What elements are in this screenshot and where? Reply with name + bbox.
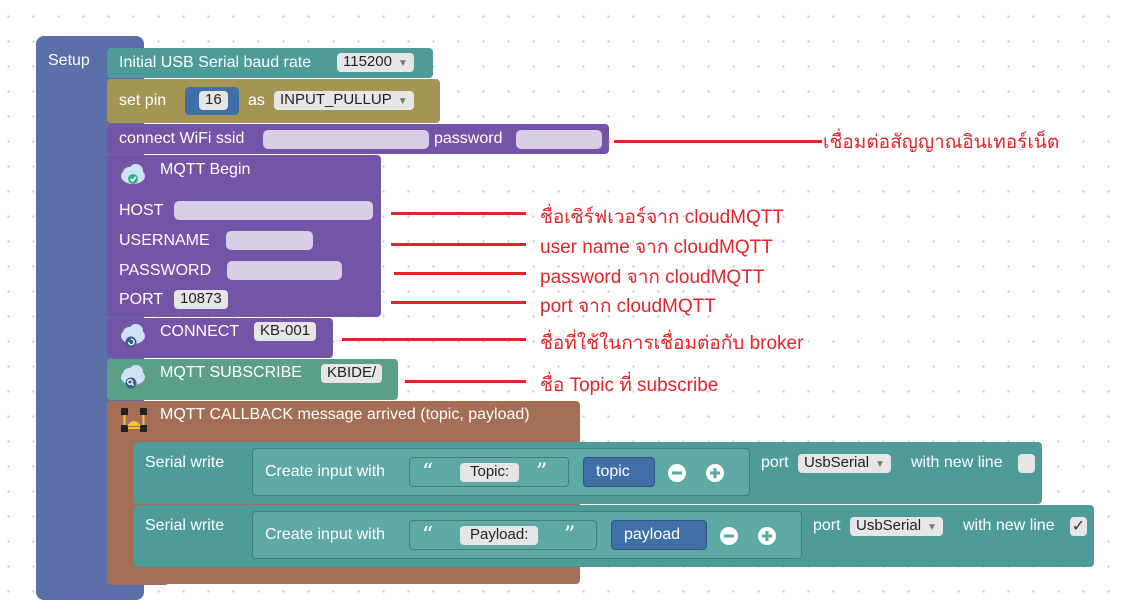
port-field[interactable]: 10873: [174, 290, 228, 309]
text-block[interactable]: “ Topic: ”: [409, 457, 569, 487]
annotation-line-host: [391, 212, 526, 215]
callback-node-icon: [121, 408, 147, 432]
cloud-search-icon: [121, 365, 145, 389]
wifi-password-label: password: [434, 130, 503, 147]
minus-icon[interactable]: [719, 526, 739, 546]
subscribe-topic-field[interactable]: KBIDE/: [321, 364, 383, 383]
annotation-line-wifi: [614, 140, 822, 143]
baud-rate-label: Initial USB Serial baud rate: [119, 54, 312, 71]
subscribe-block[interactable]: MQTT SUBSCRIBE KBIDE/: [107, 359, 398, 400]
serial-write-label: Serial write: [145, 454, 225, 471]
serial-write-block-topic[interactable]: Serial write Create input with “ Topic: …: [134, 442, 1042, 504]
annotation-line-password: [394, 272, 526, 275]
set-pin-block[interactable]: set pin 16 as INPUT_PULLUP▼: [107, 79, 440, 123]
chevron-down-icon: ▼: [927, 522, 937, 533]
port-label: PORT: [119, 291, 164, 308]
callback-label: MQTT CALLBACK message arrived (topic, pa…: [160, 406, 530, 423]
annotation-line-username: [391, 243, 526, 246]
pin-number-field[interactable]: 16: [199, 91, 228, 110]
cloud-check-icon: [121, 164, 145, 184]
serial-port-label: port: [761, 454, 789, 471]
close-quote-icon: ”: [536, 460, 548, 485]
password-field[interactable]: [227, 261, 342, 280]
serial-port-dropdown[interactable]: UsbSerial▼: [850, 517, 943, 536]
wifi-block[interactable]: connect WiFi ssid password: [107, 124, 609, 154]
chevron-down-icon: ▼: [875, 459, 885, 470]
text-block[interactable]: “ Payload: ”: [409, 520, 597, 550]
variable-payload-label: payload: [624, 526, 681, 543]
variable-block[interactable]: payload: [611, 520, 707, 550]
chevron-down-icon: ▼: [397, 96, 408, 107]
annotation-password: password จาก cloudMQTT: [540, 267, 765, 288]
wifi-ssid-label: connect WiFi ssid: [119, 130, 245, 147]
annotation-host: ชื่อเซิร์ฟเวอร์จาก cloudMQTT: [540, 207, 784, 228]
callback-footer: [107, 568, 169, 585]
username-field[interactable]: [226, 231, 313, 250]
new-line-label: with new line: [963, 517, 1055, 534]
open-quote-icon: “: [422, 523, 434, 548]
minus-icon[interactable]: [667, 463, 687, 483]
plus-icon[interactable]: [757, 526, 777, 546]
subscribe-label: MQTT SUBSCRIBE: [160, 364, 302, 381]
password-label: PASSWORD: [119, 262, 212, 279]
annotation-connect: ชื่อที่ใช้ในการเชื่อมต่อกับ broker: [540, 333, 804, 354]
serial-port-label: port: [813, 517, 841, 534]
connect-block[interactable]: CONNECT KB-001: [107, 318, 333, 358]
pin-number-block[interactable]: 16: [185, 87, 239, 115]
serial-port-dropdown[interactable]: UsbSerial▼: [798, 454, 891, 473]
annotation-port: port จาก cloudMQTT: [540, 296, 716, 317]
baud-rate-block[interactable]: Initial USB Serial baud rate 115200▼: [107, 48, 433, 78]
create-input-block[interactable]: Create input with “ Payload: ” payload: [252, 511, 802, 559]
check-icon: ✓: [1071, 518, 1086, 535]
serial-write-block-payload[interactable]: Serial write Create input with “ Payload…: [134, 505, 1094, 567]
annotation-subscribe: ชื่อ Topic ที่ subscribe: [540, 375, 719, 396]
pin-as-label: as: [248, 92, 265, 109]
mqtt-begin-title: MQTT Begin: [160, 161, 251, 178]
mqtt-begin-block[interactable]: MQTT Begin HOST USERNAME PASSWORD PORT 1…: [107, 155, 381, 317]
host-field[interactable]: [174, 201, 373, 220]
variable-block[interactable]: topic: [583, 457, 655, 487]
set-pin-label: set pin: [119, 92, 167, 109]
new-line-label: with new line: [911, 454, 1003, 471]
wifi-ssid-field[interactable]: [263, 130, 429, 149]
annotation-line-connect: [342, 338, 526, 341]
username-label: USERNAME: [119, 232, 210, 249]
annotation-line-port: [391, 301, 526, 304]
new-line-checkbox[interactable]: ✓: [1070, 517, 1087, 536]
open-quote-icon: “: [422, 460, 434, 485]
cloud-refresh-icon: [121, 324, 145, 348]
create-input-label: Create input with: [265, 463, 386, 480]
baud-rate-dropdown[interactable]: 115200▼: [337, 53, 414, 72]
chevron-down-icon: ▼: [397, 58, 408, 69]
pin-mode-dropdown[interactable]: INPUT_PULLUP▼: [274, 91, 414, 110]
connect-label: CONNECT: [160, 323, 240, 340]
plus-icon[interactable]: [705, 463, 725, 483]
create-input-block[interactable]: Create input with “ Topic: ” topic: [252, 448, 750, 496]
text-field-topic[interactable]: Topic:: [460, 463, 520, 482]
annotation-line-subscribe: [405, 380, 526, 383]
variable-topic-label: topic: [596, 463, 630, 480]
close-quote-icon: ”: [564, 523, 576, 548]
annotation-username: user name จาก cloudMQTT: [540, 237, 773, 258]
create-input-label: Create input with: [265, 526, 386, 543]
text-field-payload[interactable]: Payload:: [460, 526, 539, 545]
new-line-checkbox[interactable]: [1018, 454, 1035, 473]
host-label: HOST: [119, 202, 164, 219]
connect-client-id-field[interactable]: KB-001: [254, 322, 317, 341]
setup-label: Setup: [48, 52, 90, 69]
serial-write-label: Serial write: [145, 517, 225, 534]
annotation-wifi: เชื่อมต่อสัญญาณอินเทอร์เน็ต: [823, 132, 1060, 153]
wifi-password-field[interactable]: [516, 130, 602, 149]
